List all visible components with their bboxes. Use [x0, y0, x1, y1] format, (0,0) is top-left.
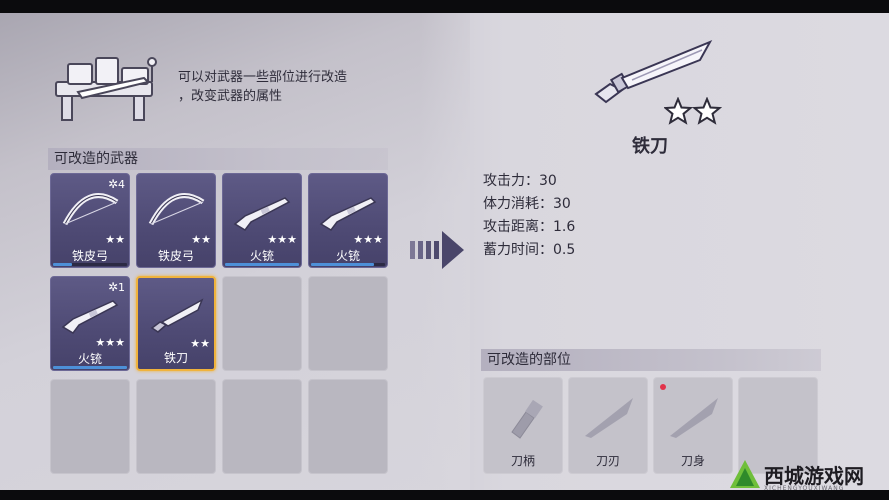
iron-knife-large-icon: [594, 39, 713, 104]
weapon-name: 火铳: [335, 249, 360, 263]
count-badge: ✲1: [107, 280, 125, 294]
watermark-subtext: XICHENGYOUXIWANG: [764, 485, 845, 492]
site-watermark: 西城游戏网 XICHENGYOUXIWANG: [728, 456, 878, 496]
progress-bar: [225, 263, 299, 266]
gear-icon: ✲: [107, 280, 118, 294]
part-name: 刀刃: [595, 454, 620, 468]
workbench-icon: [55, 57, 157, 121]
star-rating: ★★★: [353, 233, 383, 246]
musket-icon: [233, 197, 291, 231]
empty-weapon-slot[interactable]: [308, 276, 388, 371]
weapon-slot-musket-1[interactable]: ★★★ 火铳: [222, 173, 302, 268]
progress-bar: [53, 263, 127, 266]
weapon-name: 火铳: [249, 249, 274, 263]
weapon-slot-musket-2[interactable]: ★★★ 火铳: [308, 173, 388, 268]
bottom-letterbox: [0, 490, 889, 500]
weapon-slot-iron-knife[interactable]: ★★ 铁刀: [136, 276, 216, 371]
star-rating: ★★: [105, 233, 125, 246]
weapon-name: 铁皮弓: [71, 249, 108, 263]
blade-body-icon: [670, 398, 718, 438]
progress-bar: [311, 263, 385, 266]
workbench-description: 可以对武器一些部位进行改造 ，改变武器的属性: [178, 70, 348, 104]
star-rating: ★★: [191, 233, 211, 246]
weapon-name: 铁皮弓: [157, 249, 194, 263]
knife-icon: [150, 298, 204, 333]
weapon-slot-iron-bow-2[interactable]: ★★ 铁皮弓: [136, 173, 216, 268]
arrow-right-icon: [410, 231, 464, 269]
empty-weapon-slot[interactable]: [222, 379, 302, 474]
weapon-stats: 攻击力：30 体力消耗：30 攻击距离：1.6 蓄力时间：0.5: [483, 170, 575, 262]
top-letterbox: [0, 0, 889, 13]
part-name: 刀身: [680, 454, 705, 468]
stat-charge-time: 蓄力时间：0.5: [483, 242, 576, 258]
alert-dot: [660, 384, 666, 390]
parts-section-title: 可改造的部位: [481, 349, 821, 371]
blade-edge-icon: [585, 398, 633, 438]
part-slot-handle[interactable]: 刀柄: [483, 377, 563, 474]
watermark-text: 西城游戏网: [764, 464, 864, 488]
part-slot-edge[interactable]: 刀刃: [568, 377, 648, 474]
part-slot-empty[interactable]: [738, 377, 818, 474]
bow-icon: [62, 193, 119, 226]
part-slot-blade-body[interactable]: 刀身: [653, 377, 733, 474]
star-rating: ★★: [190, 337, 210, 350]
stat-attack: 攻击力：30: [483, 173, 557, 189]
knife-handle-icon: [511, 399, 543, 439]
selected-weapon-name: 铁刀: [632, 136, 668, 157]
weapon-section-title: 可改造的武器: [48, 148, 388, 170]
empty-weapon-slot[interactable]: [136, 379, 216, 474]
stat-attack-range: 攻击距离：1.6: [483, 219, 576, 235]
star-rating: ★★★: [267, 233, 297, 246]
empty-weapon-slot[interactable]: [50, 379, 130, 474]
gear-icon: ✲: [107, 177, 118, 191]
musket-icon: [319, 197, 377, 231]
weapon-slot-musket-3[interactable]: ✲1 ★★★ 火铳: [50, 276, 130, 371]
weapon-name: 铁刀: [163, 351, 188, 365]
stat-stamina-cost: 体力消耗：30: [483, 196, 571, 212]
empty-weapon-slot[interactable]: [222, 276, 302, 371]
weapon-name: 火铳: [77, 352, 102, 366]
musket-icon: [61, 300, 119, 334]
bow-icon: [148, 193, 205, 226]
star-rating-large: [664, 97, 722, 125]
empty-weapon-slot[interactable]: [308, 379, 388, 474]
part-name: 刀柄: [510, 454, 535, 468]
count-badge: ✲4: [107, 177, 125, 191]
weapon-slot-iron-bow-1[interactable]: ✲4 ★★ 铁皮弓: [50, 173, 130, 268]
site-logo-icon: [730, 460, 760, 488]
progress-bar: [53, 366, 127, 369]
star-rating: ★★★: [95, 336, 125, 349]
